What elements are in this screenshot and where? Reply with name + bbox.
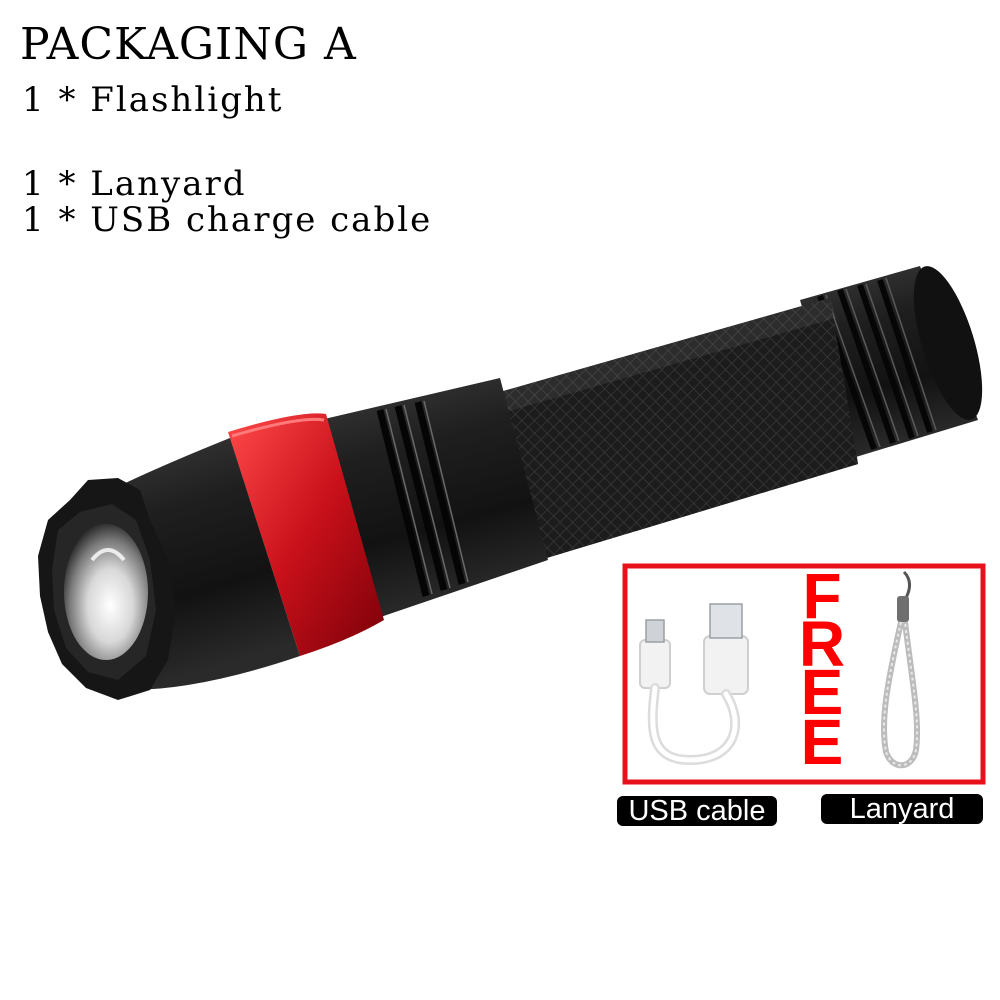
usb-cable-label: USB cable	[617, 796, 777, 826]
free-promo-frame	[622, 563, 986, 785]
flashlight-head	[38, 438, 300, 700]
free-letter-e2: E	[801, 706, 844, 778]
contents-item-lanyard: 1 * Lanyard	[22, 164, 247, 204]
usb-cable-icon	[639, 603, 749, 766]
free-text: F R E E	[799, 560, 845, 778]
free-letter-f: F	[802, 560, 841, 632]
lanyard-icon	[880, 570, 921, 769]
lanyard-label: Lanyard	[821, 794, 983, 824]
flashlight-red-ring	[228, 413, 384, 656]
contents-item-flashlight: 1 * Flashlight	[22, 80, 284, 120]
packaging-title: PACKAGING A	[20, 19, 357, 70]
lens-icon	[64, 524, 148, 660]
contents-item-usb-cable: 1 * USB charge cable	[22, 200, 433, 240]
free-letter-r: R	[799, 608, 845, 680]
flashlight-neck	[320, 378, 548, 620]
free-letter-e1: E	[801, 656, 844, 728]
